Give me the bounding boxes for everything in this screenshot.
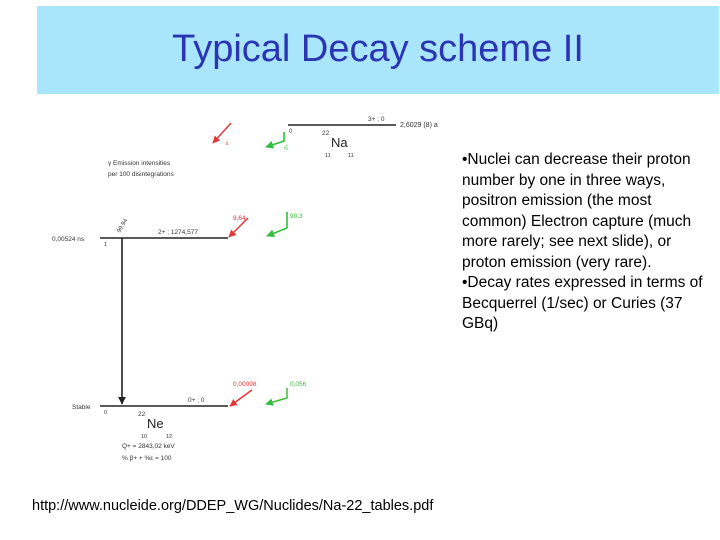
legend-line-1: γ Emission intensities	[108, 160, 171, 167]
excited-level-index: 1	[104, 242, 107, 248]
daughter-n: 12	[166, 434, 172, 440]
parent-z: 11	[325, 153, 331, 159]
ground-spin: 0+ ; 0	[188, 397, 205, 404]
ground-level-label: Stable	[72, 404, 91, 411]
daughter-q-value: Q+ = 2843,02 keV	[122, 443, 175, 450]
parent-half-life: 2,6029 (8) a	[400, 122, 438, 129]
gamma-intensity: 99,94	[117, 217, 130, 234]
parent-symbol: Na	[331, 135, 348, 150]
title-band: Typical Decay scheme II	[37, 6, 719, 94]
parent-n: 11	[348, 153, 354, 159]
excited-spin: 2+ ; 1274,577	[158, 229, 198, 236]
ground-beta-arrow	[265, 388, 288, 406]
bullet-item: •Decay rates expressed in terms of Becqu…	[462, 274, 703, 332]
parent-mass: 22	[322, 130, 330, 137]
excited-lifetime: 0,00524 ns	[52, 236, 85, 243]
slide-title: Typical Decay scheme II	[172, 28, 584, 70]
bullet-item: •Nuclei can decrease their proton number…	[462, 151, 692, 271]
excited-ec-label: 9,64	[233, 215, 246, 222]
legend-line-2: per 100 disintegrations	[108, 171, 175, 178]
ground-level-index: 0	[104, 410, 107, 416]
daughter-symbol: Ne	[147, 416, 164, 431]
daughter-branching: % β+ + %ε = 100	[122, 455, 172, 462]
ground-beta-label: 0,056	[290, 381, 307, 388]
excited-beta-label: 90,3	[290, 213, 303, 220]
top-ec-arrow	[212, 122, 232, 144]
ground-ec-arrow	[229, 389, 253, 407]
decay-scheme-diagram: 3+ ; 0 2,6029 (8) a 0 22 Na 11 11 ε β+ γ…	[52, 116, 438, 462]
daughter-mass: 22	[138, 411, 146, 418]
top-ec-label: ε	[226, 141, 229, 147]
excited-ec-arrow	[228, 217, 249, 238]
ground-ec-label: 0,00098	[233, 381, 257, 388]
top-beta-label: β+	[283, 143, 290, 150]
bullet-list: •Nuclei can decrease their proton number…	[462, 150, 714, 335]
parent-level-index: 0	[289, 129, 293, 135]
daughter-z: 10	[141, 434, 147, 440]
top-beta-arrow	[265, 132, 285, 149]
source-link[interactable]: http://www.nucleide.org/DDEP_WG/Nuclides…	[32, 498, 434, 514]
excited-beta-arrow	[266, 212, 288, 238]
parent-spin: 3+ ; 0	[368, 116, 385, 123]
